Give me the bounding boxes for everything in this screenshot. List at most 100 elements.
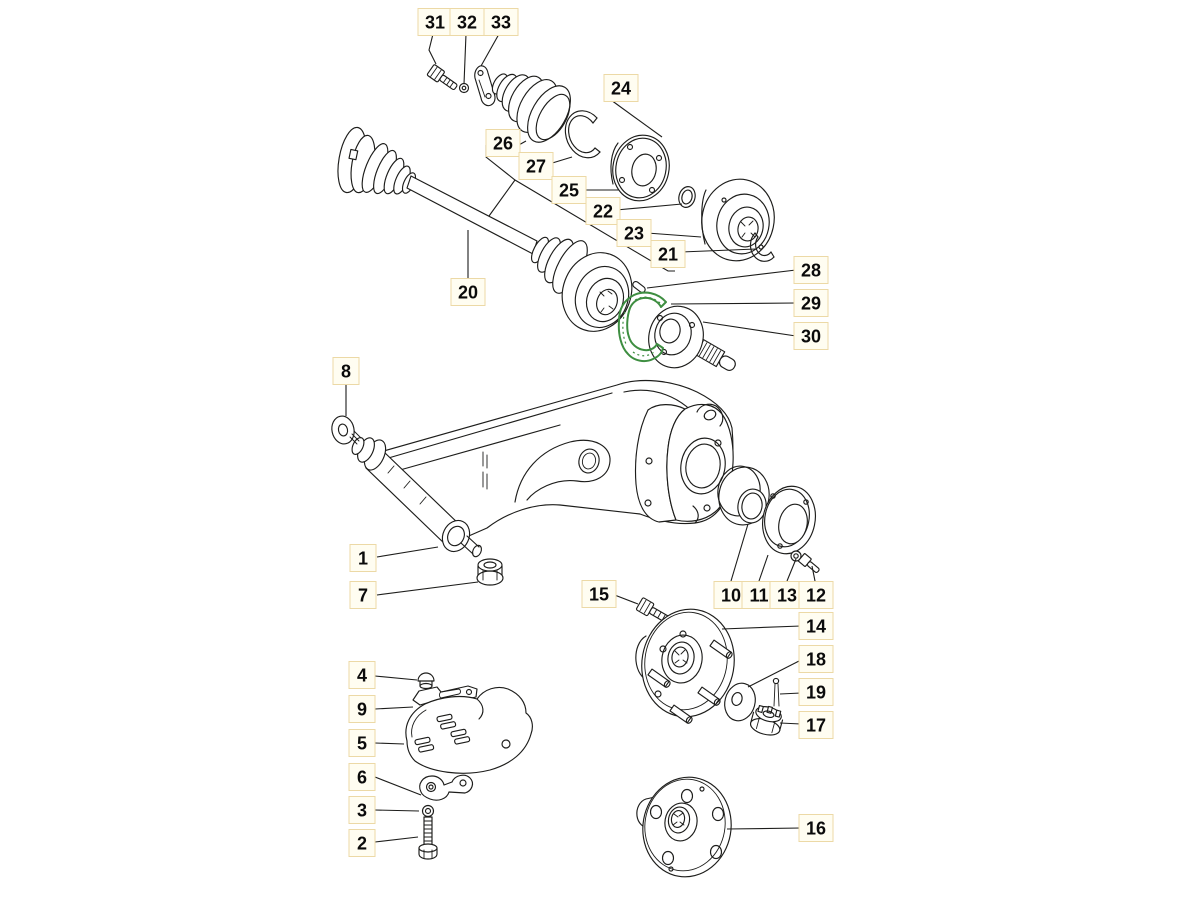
leader-line-14 (721, 625, 802, 630)
callout-box-2[interactable] (348, 829, 376, 857)
callout-27[interactable]: 27 (518, 152, 554, 180)
callout-13[interactable]: 13 (769, 581, 805, 609)
callout-box-22[interactable] (585, 197, 621, 225)
lock-washer-32[interactable] (458, 82, 470, 94)
callout-23[interactable]: 23 (616, 219, 652, 247)
leader-line-22 (615, 203, 683, 211)
callout-1[interactable]: 1 (349, 544, 377, 572)
callout-24[interactable]: 24 (603, 74, 639, 102)
callout-17[interactable]: 17 (798, 711, 834, 739)
bearing-retainer-plate-11[interactable] (756, 481, 821, 558)
cv-joint-23[interactable] (694, 172, 781, 267)
callout-5[interactable]: 5 (348, 729, 376, 757)
retainer-bolt-12[interactable] (798, 553, 821, 575)
hex-bolt-2[interactable] (418, 816, 438, 860)
callout-box-1[interactable] (349, 544, 377, 572)
callout-number-6: 6 (357, 768, 367, 788)
callout-12[interactable]: 12 (798, 581, 834, 609)
retaining-plate-33[interactable] (474, 65, 496, 107)
callout-box-7[interactable] (349, 581, 377, 609)
callout-4[interactable]: 4 (348, 661, 376, 689)
callout-6[interactable]: 6 (348, 763, 376, 791)
leader-line-24 (610, 99, 663, 138)
callout-3[interactable]: 3 (348, 796, 376, 824)
leader-line-2 (374, 836, 419, 843)
wheel-hub-14[interactable] (633, 602, 742, 725)
callout-8[interactable]: 8 (332, 357, 360, 385)
callout-33[interactable]: 33 (483, 8, 519, 36)
callout-31[interactable]: 31 (417, 8, 453, 36)
callout-box-31[interactable] (417, 8, 453, 36)
callout-box-13[interactable] (769, 581, 805, 609)
callout-16[interactable]: 16 (798, 814, 834, 842)
callout-box-30[interactable] (793, 322, 829, 350)
callout-box-17[interactable] (798, 711, 834, 739)
callout-box-14[interactable] (798, 612, 834, 640)
callout-14[interactable]: 14 (798, 612, 834, 640)
cv-boot-26[interactable] (489, 70, 579, 149)
callout-box-20[interactable] (450, 278, 486, 306)
boot-clamp-27[interactable] (564, 110, 601, 159)
stub-axle-30[interactable] (642, 300, 739, 374)
callout-box-19[interactable] (798, 678, 834, 706)
callout-number-10: 10 (721, 586, 741, 606)
callout-box-33[interactable] (483, 8, 519, 36)
callout-9[interactable]: 9 (348, 695, 376, 723)
callout-30[interactable]: 30 (793, 322, 829, 350)
callout-11[interactable]: 11 (741, 581, 777, 609)
callout-box-5[interactable] (348, 729, 376, 757)
callout-18[interactable]: 18 (798, 645, 834, 673)
callout-number-30: 30 (801, 327, 821, 347)
callout-box-4[interactable] (348, 661, 376, 689)
flange-nut-7[interactable] (476, 558, 504, 586)
callout-box-8[interactable] (332, 357, 360, 385)
callout-19[interactable]: 19 (798, 678, 834, 706)
castellated-nut-17[interactable] (749, 703, 785, 738)
thrust-washer-18[interactable] (721, 680, 760, 724)
callout-box-18[interactable] (798, 645, 834, 673)
drive-shaft[interactable] (333, 125, 642, 341)
callout-20[interactable]: 20 (450, 278, 486, 306)
callout-28[interactable]: 28 (793, 256, 829, 284)
callout-box-25[interactable] (551, 176, 587, 204)
callout-32[interactable]: 32 (449, 8, 485, 36)
callout-box-15[interactable] (581, 580, 617, 608)
callout-box-29[interactable] (793, 289, 829, 317)
callout-box-24[interactable] (603, 74, 639, 102)
callout-number-9: 9 (357, 700, 367, 720)
callout-21[interactable]: 21 (650, 240, 686, 268)
callout-box-9[interactable] (348, 695, 376, 723)
callout-22[interactable]: 22 (585, 197, 621, 225)
gasket-highlighted-29[interactable] (617, 291, 667, 363)
callout-box-26[interactable] (485, 129, 521, 157)
callout-box-28[interactable] (793, 256, 829, 284)
callout-box-27[interactable] (518, 152, 554, 180)
leader-line-33 (480, 33, 500, 67)
callout-29[interactable]: 29 (793, 289, 829, 317)
callout-box-6[interactable] (348, 763, 376, 791)
callout-box-16[interactable] (798, 814, 834, 842)
joint-flange-25[interactable] (607, 130, 675, 206)
roll-pin-28[interactable] (632, 280, 647, 294)
callout-7[interactable]: 7 (349, 581, 377, 609)
washer-13[interactable] (790, 550, 802, 562)
callout-box-12[interactable] (798, 581, 834, 609)
callout-box-21[interactable] (650, 240, 686, 268)
socket-bolt-31[interactable] (426, 64, 460, 92)
circlip-21[interactable] (749, 232, 775, 262)
seal-ring-22[interactable] (677, 185, 698, 209)
callout-box-23[interactable] (616, 219, 652, 247)
split-pin-19[interactable] (772, 677, 780, 707)
trailing-arm-1[interactable] (349, 379, 734, 559)
callout-25[interactable]: 25 (551, 176, 587, 204)
hub-flange-16[interactable] (635, 770, 739, 884)
splash-shield-5[interactable] (405, 686, 533, 774)
pivot-washer-8[interactable] (329, 414, 356, 446)
callout-2[interactable]: 2 (348, 829, 376, 857)
callout-26[interactable]: 26 (485, 129, 521, 157)
callout-box-3[interactable] (348, 796, 376, 824)
plug-cap-4[interactable] (417, 672, 435, 690)
washer-3[interactable] (421, 804, 435, 818)
lower-bracket-6[interactable] (419, 774, 474, 801)
callout-15[interactable]: 15 (581, 580, 617, 608)
